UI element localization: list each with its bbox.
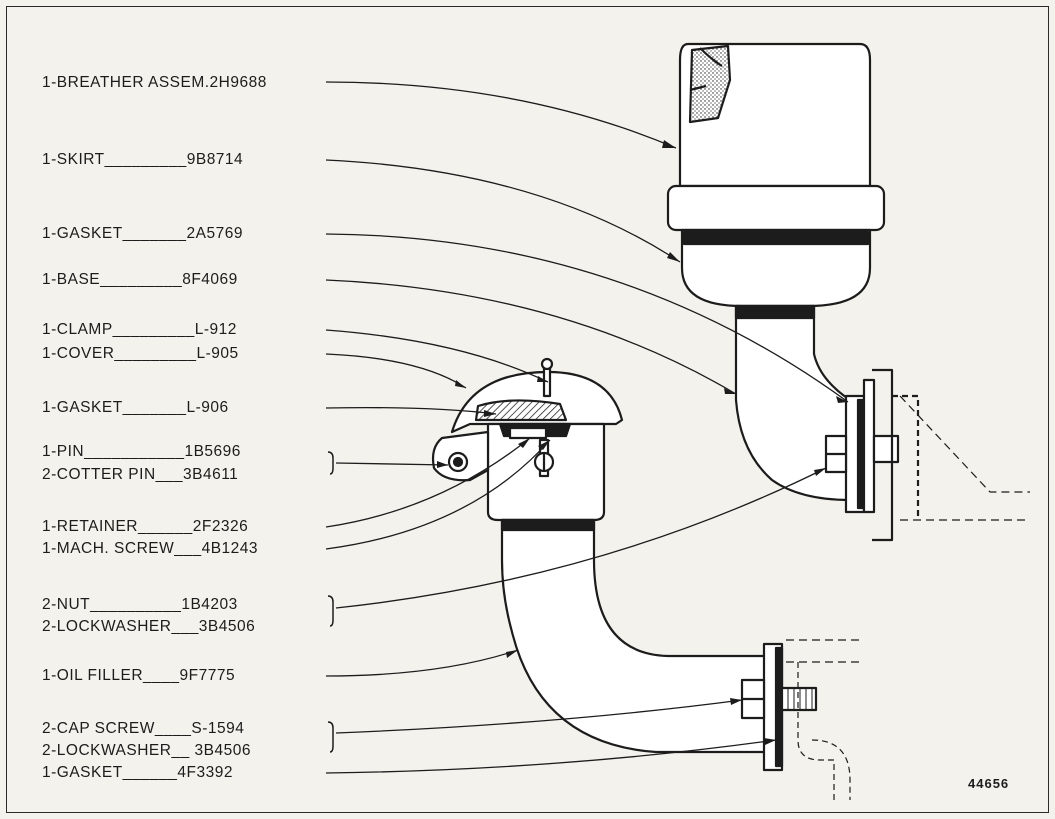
figure-number: 44656 bbox=[968, 776, 1010, 791]
leader-cover bbox=[325, 353, 467, 389]
leader-gasket-upper bbox=[325, 233, 849, 403]
leader-pin bbox=[335, 462, 449, 466]
label-cover: 1-COVER_________L-905 bbox=[42, 345, 239, 362]
oil-filler-tube bbox=[500, 518, 768, 754]
label-cotter-pin: 2-COTTER PIN___3B4611 bbox=[42, 466, 239, 483]
breather-assembly bbox=[678, 42, 872, 188]
leader-clamp bbox=[325, 329, 549, 383]
leader-breather bbox=[325, 81, 677, 149]
breather-rim bbox=[666, 184, 886, 232]
leader-gasket-cover bbox=[325, 406, 497, 415]
leader-oil-filler bbox=[325, 649, 519, 677]
leader-gasket-lower bbox=[325, 739, 777, 774]
leader-nut bbox=[335, 467, 827, 609]
leader-skirt bbox=[325, 159, 681, 263]
label-breather-assem: 1-BREATHER ASSEM.2H9688 bbox=[42, 74, 267, 91]
cover-gasket bbox=[474, 399, 568, 422]
leader-cap-screw bbox=[335, 699, 743, 734]
label-mach-screw: 1-MACH. SCREW___4B1243 bbox=[42, 540, 259, 557]
label-gasket-4f3392: 1-GASKET______4F3392 bbox=[42, 764, 233, 781]
label-lockwasher-1: 2-LOCKWASHER___3B4506 bbox=[42, 618, 256, 635]
leader-lines bbox=[325, 81, 849, 774]
label-gasket-2a5769: 1-GASKET_______2A5769 bbox=[42, 225, 243, 242]
label-clamp: 1-CLAMP_________L-912 bbox=[42, 321, 237, 338]
leader-mach-screw bbox=[325, 439, 551, 550]
label-pin: 1-PIN___________1B5696 bbox=[42, 443, 241, 460]
label-nut: 2-NUT__________1B4203 bbox=[42, 596, 238, 613]
leader-arrowheads bbox=[437, 140, 848, 745]
breather-base-elbow bbox=[734, 304, 852, 502]
leader-retainer bbox=[325, 437, 531, 528]
label-oil-filler: 1-OIL FILLER____9F7775 bbox=[42, 667, 236, 684]
leader-base bbox=[325, 279, 737, 395]
label-skirt: 1-SKIRT_________9B8714 bbox=[42, 151, 244, 168]
label-cap-screw: 2-CAP SCREW____S-1594 bbox=[42, 720, 245, 737]
diagram-border bbox=[6, 6, 1049, 813]
label-base: 1-BASE_________8F4069 bbox=[42, 271, 238, 288]
label-gasket-l906: 1-GASKET_______L-906 bbox=[42, 399, 229, 416]
lower-cap-screw bbox=[780, 686, 818, 712]
label-lockwasher-2: 2-LOCKWASHER__ 3B4506 bbox=[42, 742, 251, 759]
label-retainer: 1-RETAINER______2F2326 bbox=[42, 518, 249, 535]
